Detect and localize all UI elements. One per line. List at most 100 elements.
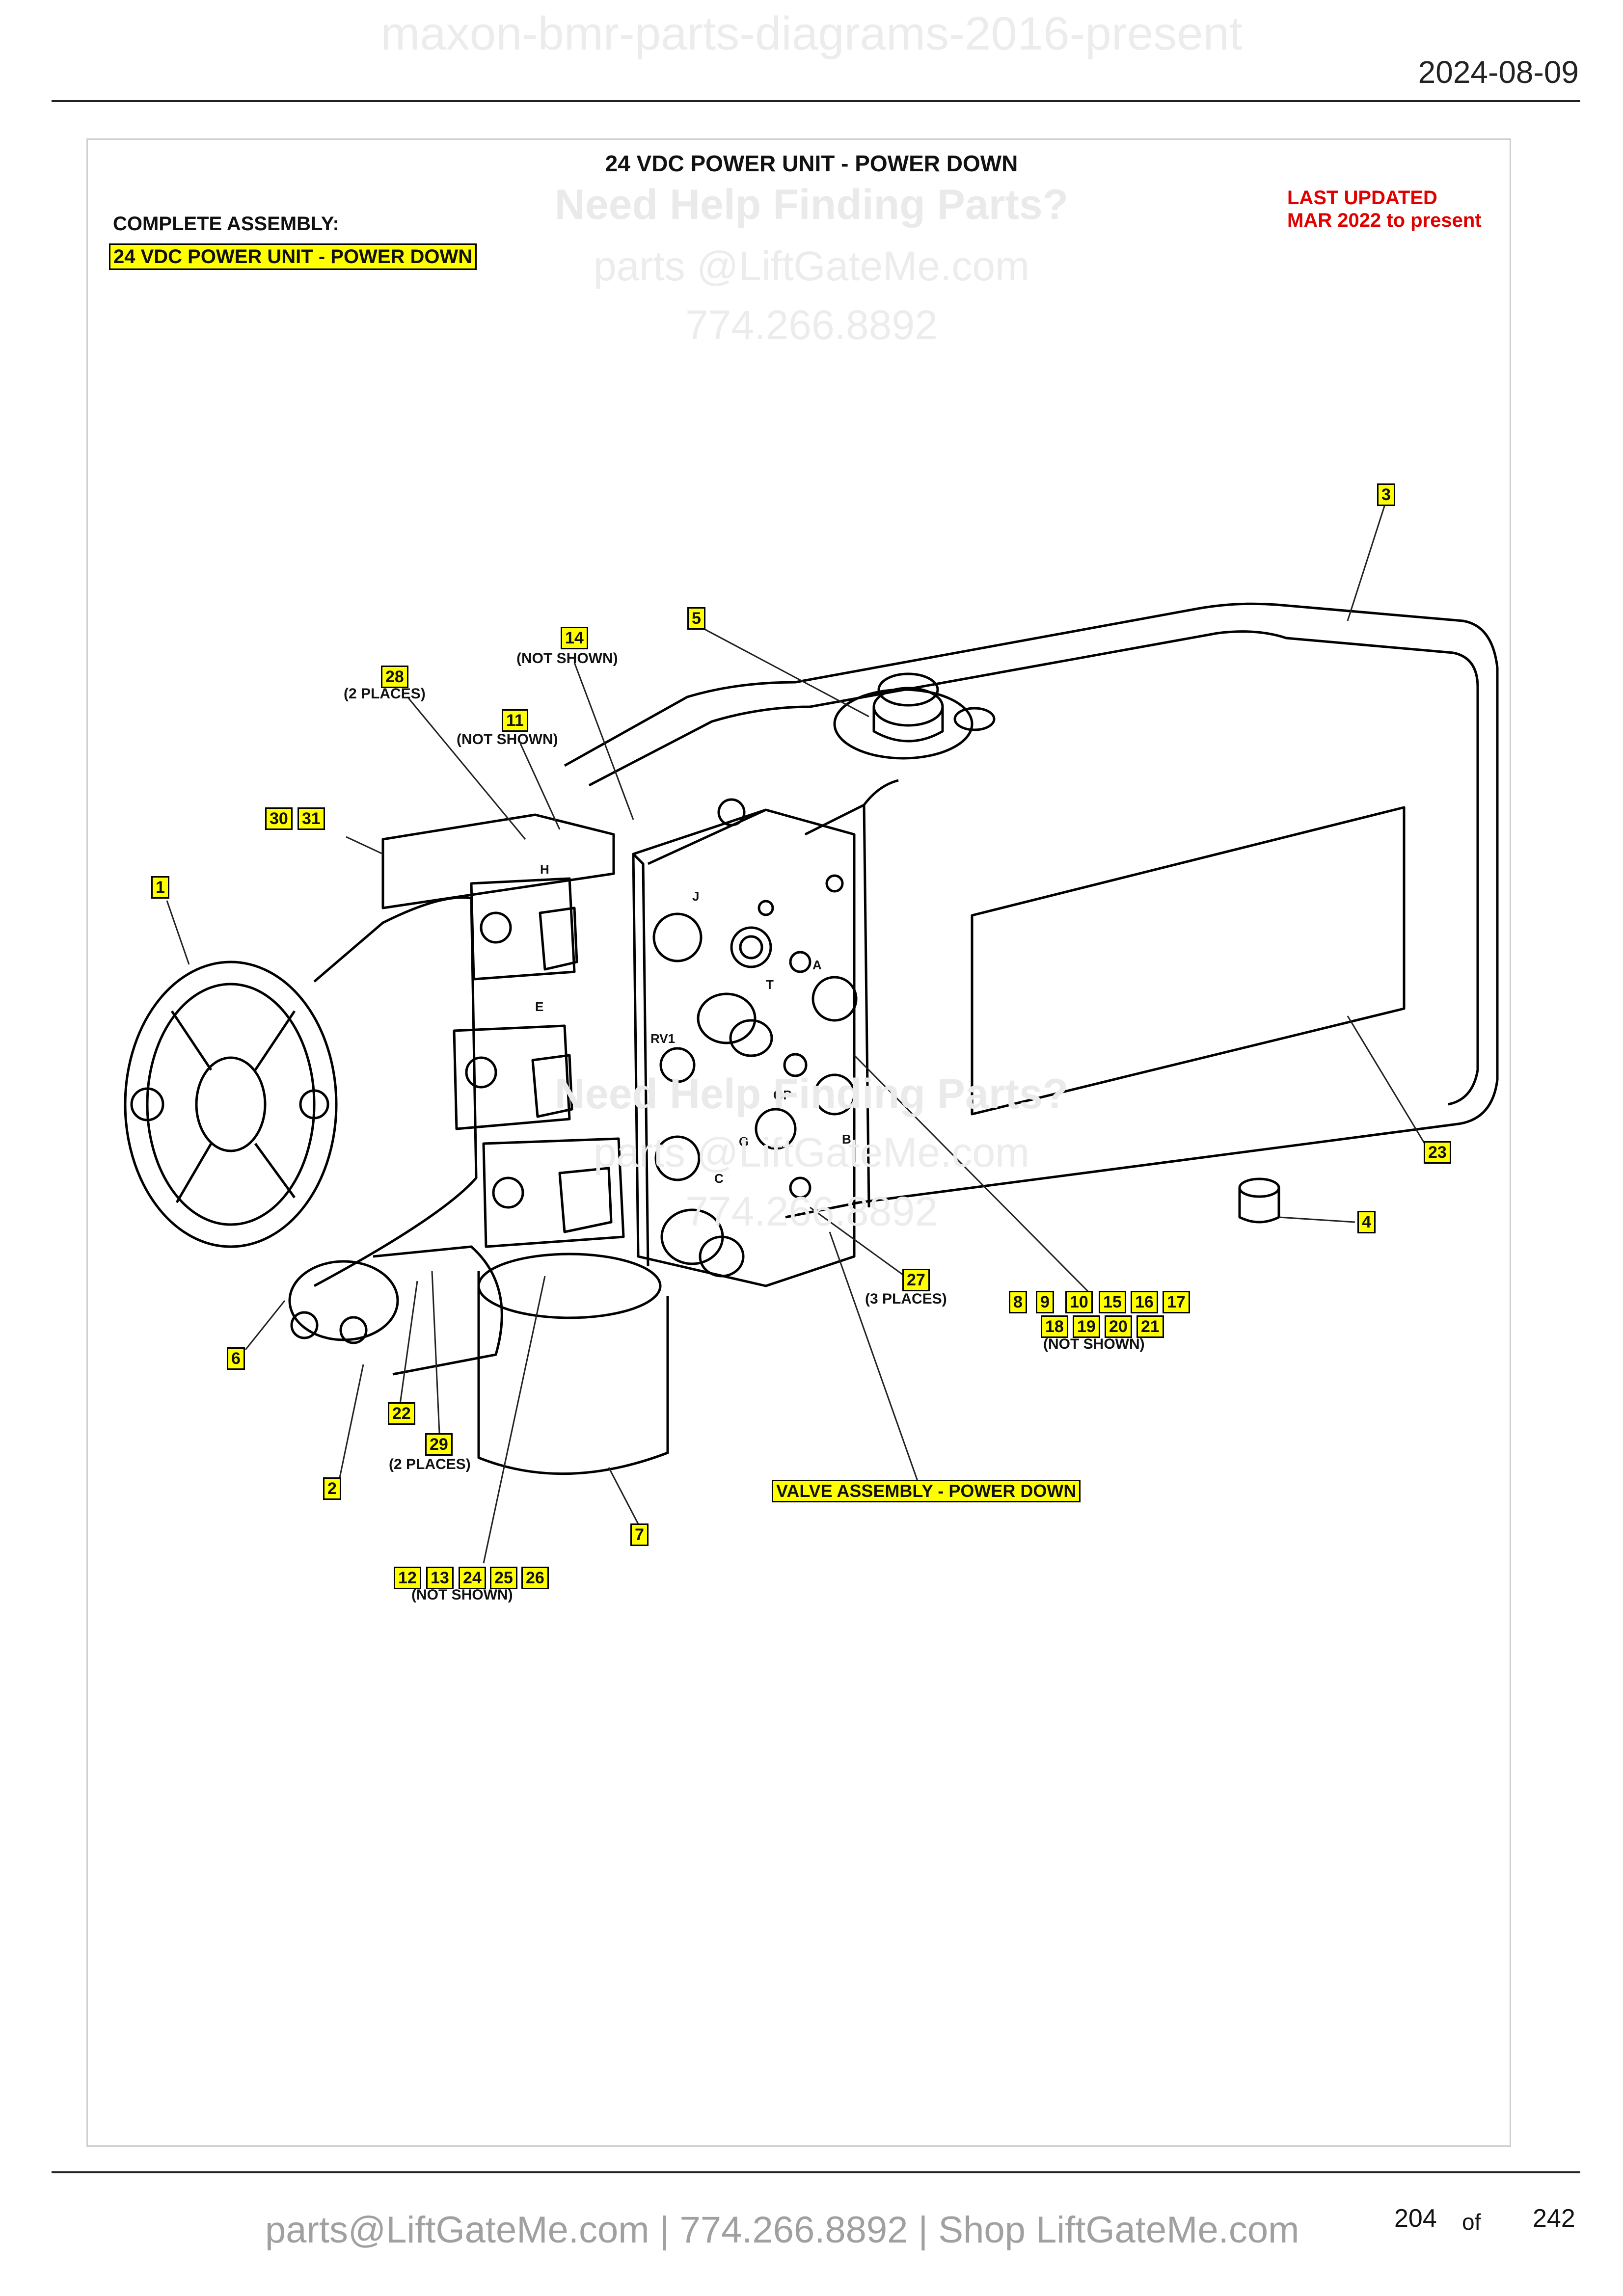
port-label-g: G <box>739 1134 749 1149</box>
callout-30[interactable]: 30 <box>265 807 293 830</box>
last-updated-note: LAST UPDATED MAR 2022 to present <box>1287 187 1482 232</box>
note-14-not-shown: (NOT SHOWN) <box>516 650 618 667</box>
page-of: of <box>1462 2209 1481 2235</box>
port-label-a: A <box>812 958 822 972</box>
valve-assembly-link[interactable]: VALVE ASSEMBLY - POWER DOWN <box>772 1480 1081 1502</box>
callout-1[interactable]: 1 <box>151 876 169 899</box>
note-12-26-not-shown: (NOT SHOWN) <box>411 1587 513 1603</box>
complete-assembly-link[interactable]: 24 VDC POWER UNIT - POWER DOWN <box>109 243 477 270</box>
watermark-phone: 774.266.8892 <box>685 302 938 348</box>
callout-27[interactable]: 27 <box>902 1269 930 1291</box>
port-label-e: E <box>535 999 543 1014</box>
header-rule <box>52 100 1580 102</box>
watermark-help-center: Need Help Finding Parts? <box>554 1070 1069 1118</box>
leader-29 <box>431 1271 440 1434</box>
callout-3[interactable]: 3 <box>1377 483 1395 506</box>
cartridge-rv1 <box>697 992 773 1057</box>
document-date: 2024-08-09 <box>1418 54 1579 90</box>
callout-13[interactable]: 13 <box>426 1567 454 1589</box>
callout-22[interactable]: 22 <box>388 1402 415 1425</box>
leader-12 <box>483 1276 546 1564</box>
footer-contact[interactable]: parts@LiftGateMe.com | 774.266.8892 | Sh… <box>265 2209 1299 2251</box>
callout-25[interactable]: 25 <box>490 1567 517 1589</box>
diagram-title: 24 VDC POWER UNIT - POWER DOWN <box>605 151 1018 176</box>
page-current: 204 <box>1394 2204 1437 2233</box>
cartridge-lower <box>660 1208 745 1278</box>
leader-14 <box>573 662 634 820</box>
valve-manifold-block <box>632 798 858 1287</box>
callout-10[interactable]: 10 <box>1065 1291 1093 1313</box>
leader-22 <box>399 1281 418 1404</box>
watermark-phone-center: 774.266.8892 <box>685 1188 938 1234</box>
leader-30-31 <box>346 836 383 855</box>
leader-27 <box>810 1206 909 1280</box>
leader-1 <box>166 900 190 965</box>
port-label-j: J <box>692 889 699 904</box>
callout-6[interactable]: 6 <box>227 1347 245 1370</box>
last-updated-line2: MAR 2022 to present <box>1287 210 1482 231</box>
mounting-bracket <box>381 813 615 909</box>
filter-canister <box>477 1253 669 1475</box>
leader-5 <box>698 625 869 718</box>
page-total: 242 <box>1533 2204 1575 2233</box>
complete-assembly-label: COMPLETE ASSEMBLY: <box>113 213 339 235</box>
callout-12[interactable]: 12 <box>394 1567 421 1589</box>
callout-8[interactable]: 8 <box>1009 1291 1027 1313</box>
port-label-c: C <box>714 1171 724 1186</box>
callout-5[interactable]: 5 <box>687 607 705 630</box>
watermark-help: Need Help Finding Parts? <box>554 181 1069 228</box>
document-watermark-title: maxon-bmr-parts-diagrams-2016-present <box>380 7 1243 60</box>
note-29-two-places: (2 PLACES) <box>389 1456 471 1472</box>
callout-21[interactable]: 21 <box>1136 1315 1164 1338</box>
callout-23[interactable]: 23 <box>1424 1141 1451 1164</box>
note-11-not-shown: (NOT SHOWN) <box>457 731 558 748</box>
callout-9[interactable]: 9 <box>1036 1291 1054 1313</box>
callout-15[interactable]: 15 <box>1099 1291 1126 1313</box>
callout-16[interactable]: 16 <box>1131 1291 1158 1313</box>
callout-14[interactable]: 14 <box>561 627 588 649</box>
callout-20[interactable]: 20 <box>1105 1315 1132 1338</box>
leader-11 <box>519 743 561 830</box>
port-label-rv1: RV1 <box>650 1031 675 1046</box>
leader-8 <box>853 1054 1093 1297</box>
callout-31[interactable]: 31 <box>298 807 325 830</box>
callout-18[interactable]: 18 <box>1041 1315 1068 1338</box>
leader-23 <box>1347 1015 1427 1147</box>
callout-2[interactable]: 2 <box>323 1477 341 1500</box>
callout-26[interactable]: 26 <box>521 1567 549 1589</box>
callout-29[interactable]: 29 <box>425 1433 453 1456</box>
note-28-two-places: (2 PLACES) <box>344 686 426 702</box>
leader-valve-assembly <box>829 1231 919 1483</box>
last-updated-line1: LAST UPDATED <box>1287 187 1437 209</box>
port-label-gp: GP <box>773 1088 792 1102</box>
watermark-email: parts @LiftGateMe.com <box>593 243 1030 289</box>
note-27-three-places: (3 PLACES) <box>865 1291 947 1307</box>
tank-label-plate <box>971 806 1406 1116</box>
diagram-frame <box>86 138 1511 2147</box>
leader-28 <box>406 696 526 840</box>
note-18-21-not-shown: (NOT SHOWN) <box>1043 1336 1145 1352</box>
filler-cap <box>833 672 996 760</box>
callout-28[interactable]: 28 <box>381 666 408 688</box>
leader-6 <box>244 1300 286 1350</box>
callout-17[interactable]: 17 <box>1163 1291 1190 1313</box>
motor <box>124 896 478 1287</box>
leader-2 <box>338 1364 364 1483</box>
port-label-h: H <box>540 862 549 877</box>
starter-solenoid <box>288 1245 503 1376</box>
callout-11[interactable]: 11 <box>502 709 528 732</box>
footer-rule <box>52 2171 1580 2173</box>
callout-24[interactable]: 24 <box>459 1567 486 1589</box>
watermark-email-center: parts @LiftGateMe.com <box>593 1129 1030 1175</box>
port-label-b: B <box>842 1132 851 1147</box>
drain-plug <box>1238 1177 1280 1224</box>
leader-7 <box>608 1467 639 1524</box>
leader-3 <box>1347 503 1386 621</box>
callout-4[interactable]: 4 <box>1357 1211 1376 1233</box>
port-label-t: T <box>766 977 774 992</box>
callout-19[interactable]: 19 <box>1073 1315 1100 1338</box>
leader-4 <box>1278 1216 1355 1223</box>
reservoir-tank <box>564 602 1499 1219</box>
callout-7[interactable]: 7 <box>630 1523 649 1546</box>
